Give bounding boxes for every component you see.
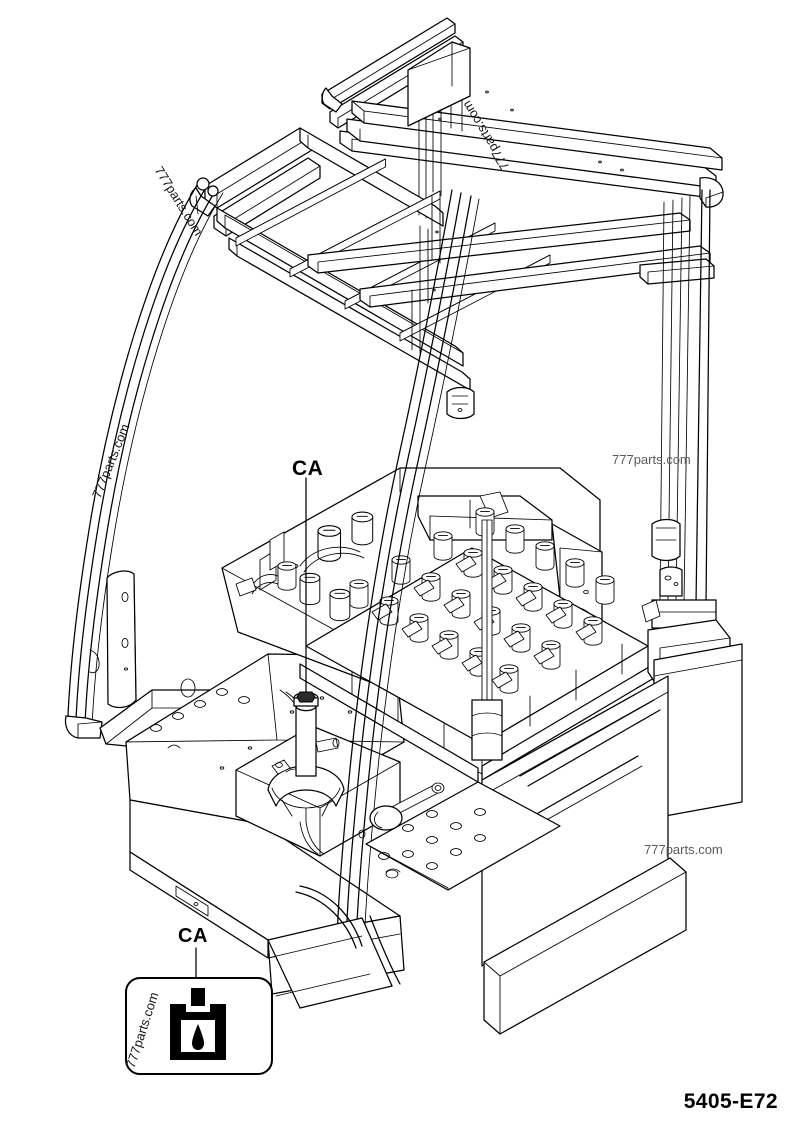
grease-lubricant-container-icon [170, 988, 226, 1060]
left-valve-cluster [235, 511, 374, 622]
right-deck-plate [358, 781, 561, 891]
lubrication-fitting-assembly [235, 691, 401, 857]
callout-label-ca-legend: CA [178, 925, 208, 947]
roof-frame-grid [189, 117, 715, 391]
legend-box [125, 977, 273, 1075]
callout-leaders [195, 477, 307, 979]
valve-connector-blocks [371, 555, 597, 689]
drawing-number: 5405-E72 [683, 1090, 778, 1113]
roof-right-corner [699, 176, 724, 208]
right-side-panel [481, 619, 743, 1035]
right-c-pillar-bundle [641, 189, 717, 629]
front-wheel-arch [267, 885, 401, 1009]
center-support-post [471, 519, 503, 761]
callout-label-ca-main: CA [292, 457, 324, 480]
front-left-base [129, 851, 269, 959]
left-a-pillar [64, 177, 224, 739]
